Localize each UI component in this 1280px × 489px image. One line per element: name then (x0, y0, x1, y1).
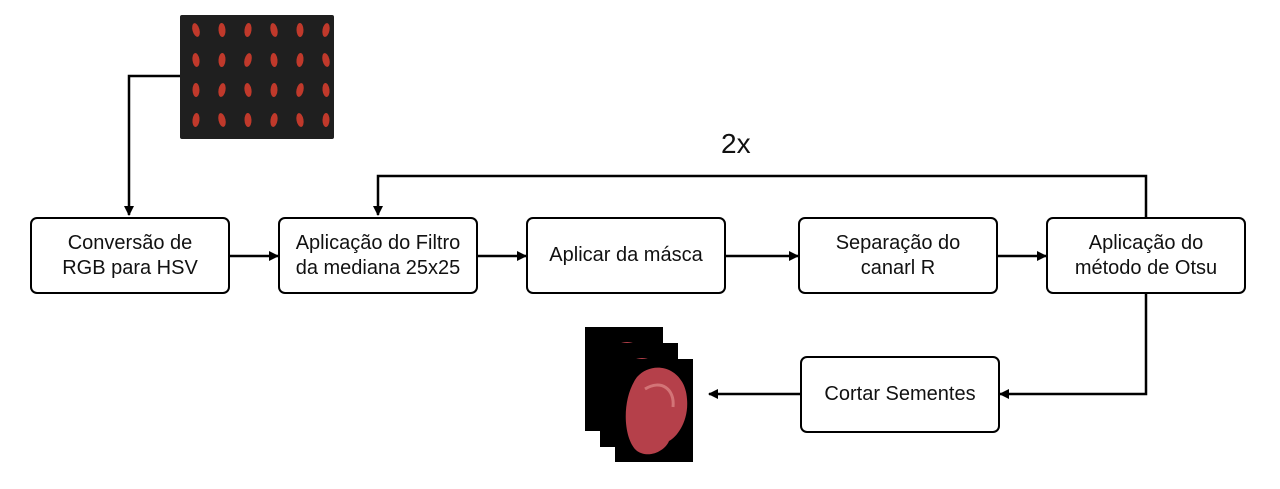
seed (244, 23, 252, 37)
seed (296, 23, 304, 37)
arrow-otsu-to-crop (999, 294, 1148, 399)
cropped-seed-image (615, 359, 693, 462)
seed (192, 83, 200, 97)
seed (218, 113, 226, 127)
step-label: Aplicação do método de Otsu (1074, 231, 1218, 279)
seed (218, 53, 226, 67)
cropped-seed-stack (585, 327, 693, 462)
seed (322, 53, 330, 67)
seed (244, 113, 252, 127)
seed (322, 83, 330, 97)
seed (270, 113, 278, 127)
seed (296, 113, 304, 127)
seed (192, 23, 200, 37)
seed (244, 53, 252, 67)
seed (270, 53, 278, 67)
step-split-channel: Separação do canarl R (798, 217, 998, 294)
step-label: Conversão de RGB para HSV (62, 231, 198, 279)
step-rgb-to-hsv: Conversão de RGB para HSV (30, 217, 230, 294)
seed (296, 53, 304, 67)
step-label: Aplicação do Filtro da mediana 25x25 (295, 231, 461, 279)
step-otsu: Aplicação do método de Otsu (1046, 217, 1246, 294)
step-apply-mask: Aplicar da másca (526, 217, 726, 294)
seed-tray-image (180, 15, 334, 139)
seed (218, 83, 226, 97)
step-label: Aplicar da másca (549, 244, 703, 266)
step-label: Cortar Sementes (824, 383, 976, 405)
loop-count-label: 2x (721, 128, 751, 159)
seed (244, 83, 252, 97)
seed (270, 83, 278, 97)
seed (296, 83, 304, 97)
seed (322, 23, 330, 37)
seed (192, 53, 200, 67)
step-label: Separação do canarl R (835, 231, 961, 279)
seed (218, 23, 226, 37)
seed (192, 113, 200, 127)
step-median-filter: Aplicação do Filtro da mediana 25x25 (278, 217, 478, 294)
seed (322, 113, 330, 127)
loop-arrow (373, 174, 1148, 217)
arrow-image-to-conversion (124, 74, 180, 216)
seed (270, 23, 278, 37)
step-crop-seeds: Cortar Sementes (800, 356, 1000, 433)
